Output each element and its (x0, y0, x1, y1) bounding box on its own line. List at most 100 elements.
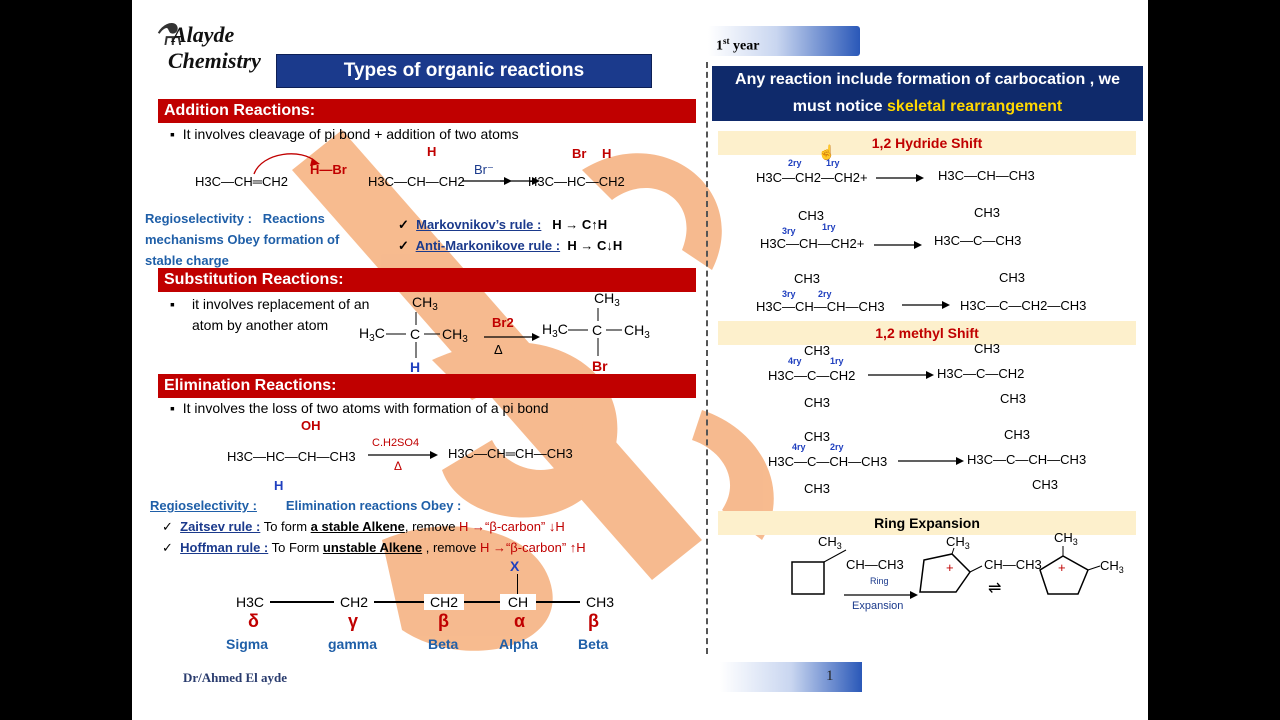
substitution-arrow (484, 333, 540, 341)
svg-text:CH3: CH3 (442, 326, 468, 345)
elimination-bullet: ▪ It involves the loss of two atoms with… (170, 400, 549, 416)
greek-beta-1: β (438, 611, 449, 631)
hydride2-left: H3C—CH—CH2+ (760, 236, 865, 251)
greek-name-gamma: gamma (328, 636, 378, 652)
methyl1-ch3-bottom: CH3 (804, 395, 831, 410)
svg-text:+: + (946, 560, 954, 575)
elimination-heading: Elimination Reactions: (158, 374, 696, 398)
methyl1-right-bottom: CH3 (1000, 391, 1027, 406)
addition-bullet: ▪ It involves cleavage of pi bond + addi… (170, 126, 519, 142)
label-3ry-b: 3ry (782, 226, 796, 236)
addition-intermediate: H3C—CH—CH2 (368, 174, 465, 189)
svg-text:C: C (410, 326, 420, 342)
hydride-shift-title: 1,2 Hydride Shift (718, 131, 1136, 155)
page-number: 1 (826, 668, 834, 684)
hydride1-arrow (876, 174, 924, 182)
methyl2-right: H3C—C—CH—CH3 (967, 452, 1087, 467)
addition-curved-arrow (253, 153, 320, 175)
label-1ry-a: 1ry (826, 158, 840, 168)
substitution-heading: Substitution Reactions: (158, 268, 696, 292)
addition-arrow-2 (500, 177, 540, 185)
methyl2-right-bottom: CH3 (1032, 477, 1059, 492)
author: Dr/Ahmed El ayde (183, 670, 287, 685)
addition-product-h: H (602, 146, 612, 161)
addition-hbr: H—Br (310, 162, 347, 177)
elimination-product: H3C—CH═CH—CH3 (448, 446, 573, 461)
hydride2-right: H3C—C—CH3 (934, 233, 1022, 248)
hydride3-left: H3C—CH—CH—CH3 (756, 299, 885, 314)
ring-arrow (844, 591, 918, 599)
methyl1-right: H3C—C—CH2 (937, 366, 1025, 381)
ring-cyclopentyl-cation: CH3 + (919, 534, 983, 593)
addition-product-br: Br (572, 146, 587, 161)
elimination-reagent: C.H2SO4 (372, 437, 420, 449)
greek-name-beta-1: Beta (428, 636, 459, 652)
addition-br-reagent: Br⁻ (474, 162, 494, 177)
svg-text:H3C: H3C (542, 321, 568, 340)
addition-reactant: H3C—CH═CH2 (195, 174, 288, 189)
greek-name-beta-2: Beta (578, 636, 609, 652)
greek-delta: δ (248, 611, 259, 631)
chain-x-label: X (510, 558, 520, 574)
substitution-condition: Δ (494, 342, 503, 357)
elimination-h: H (274, 478, 284, 493)
svg-text:Br: Br (592, 358, 608, 374)
chain-x-bond (517, 574, 518, 594)
label-1ry-b: 1ry (822, 222, 836, 232)
substitution-reactant: CH3 H3C C CH3 H (359, 294, 468, 375)
svg-text:CH3: CH3 (1054, 532, 1078, 547)
methyl2-ch3-bottom: CH3 (804, 481, 831, 496)
svg-text:CH3: CH3 (594, 290, 620, 309)
logo-line1: Alayde (172, 22, 235, 47)
addition-intermediate-h: H (427, 144, 437, 159)
elimination-condition: Δ (394, 459, 403, 473)
svg-text:H3C: H3C (359, 325, 385, 344)
greek-gamma: γ (348, 611, 359, 631)
chain-group-1: CH2 (334, 594, 374, 610)
addition-heading: Addition Reactions: (158, 99, 696, 123)
ring-reagent: Ring (870, 576, 889, 586)
anti-markov-rule: ✓ Anti-Markonikove rule : H → C↓H (398, 238, 623, 253)
ring-condition: Expansion (852, 600, 904, 612)
svg-text:CH3: CH3 (1100, 558, 1124, 575)
svg-text:H: H (410, 359, 420, 375)
carbocation-note: Any reaction include formation of carboc… (712, 66, 1143, 121)
logo-flask-icon: ⚗ (156, 19, 183, 52)
addition-product: H3C—HC—CH2 (528, 174, 625, 189)
ring-expansion-title: Ring Expansion (718, 511, 1136, 535)
label-3ry-c: 3ry (782, 289, 796, 299)
hydride1-left: H3C—CH2—CH2+ (756, 170, 868, 185)
methyl2-right-top: CH3 (1004, 427, 1031, 442)
ring-cyclopentyl-sub: CH—CH3 (984, 557, 1042, 572)
elimination-reactant: H3C—HC—CH—CH3 (227, 449, 356, 464)
ring-substituent: CH—CH3 (846, 557, 904, 572)
hydride3-right-ch3: CH3 (999, 270, 1026, 285)
svg-text:+: + (1058, 560, 1066, 575)
document-page: ⚗ Alayde Chemistry Types of organic reac… (132, 0, 1148, 720)
hydride1-right: H3C—CH—CH3 (938, 168, 1035, 183)
svg-text:CH3: CH3 (946, 534, 970, 551)
mouse-cursor-icon: ☝ (818, 144, 836, 160)
label-2ry-c: 2ry (818, 289, 832, 299)
label-1ry-d: 1ry (830, 356, 844, 366)
label-4ry-d: 4ry (788, 356, 802, 366)
year-label: 1st year (716, 36, 760, 54)
svg-text:CH3: CH3 (624, 322, 650, 341)
hydride3-arrow (902, 301, 950, 309)
greek-name-alpha: Alpha (499, 636, 538, 652)
label-4ry-e: 4ry (792, 442, 806, 452)
chain-group-4: CH3 (580, 594, 620, 610)
markov-rule: ✓ Markovnikov’s rule : H → C↑H (398, 217, 608, 232)
methyl-shift-title: 1,2 methyl Shift (718, 321, 1136, 345)
ring-ch3-1: CH3 (818, 534, 842, 551)
hoffman-rule: ✓ Hoffman rule : To Form unstable Alkene… (162, 540, 586, 555)
greek-name-sigma: Sigma (226, 636, 269, 652)
label-2ry-e: 2ry (830, 442, 844, 452)
page-number-banner (720, 662, 862, 692)
hydride3-right: H3C—C—CH2—CH3 (960, 298, 1087, 313)
substitution-bullet: ▪it involves replacement of an atom by a… (170, 296, 370, 333)
elimination-oh: OH (301, 418, 321, 433)
chain-group-3: CH (500, 594, 536, 610)
hydride2-arrow (874, 241, 922, 249)
zaitsev-rule: ✓ Zaitsev rule : To form a stable Alkene… (162, 519, 565, 534)
